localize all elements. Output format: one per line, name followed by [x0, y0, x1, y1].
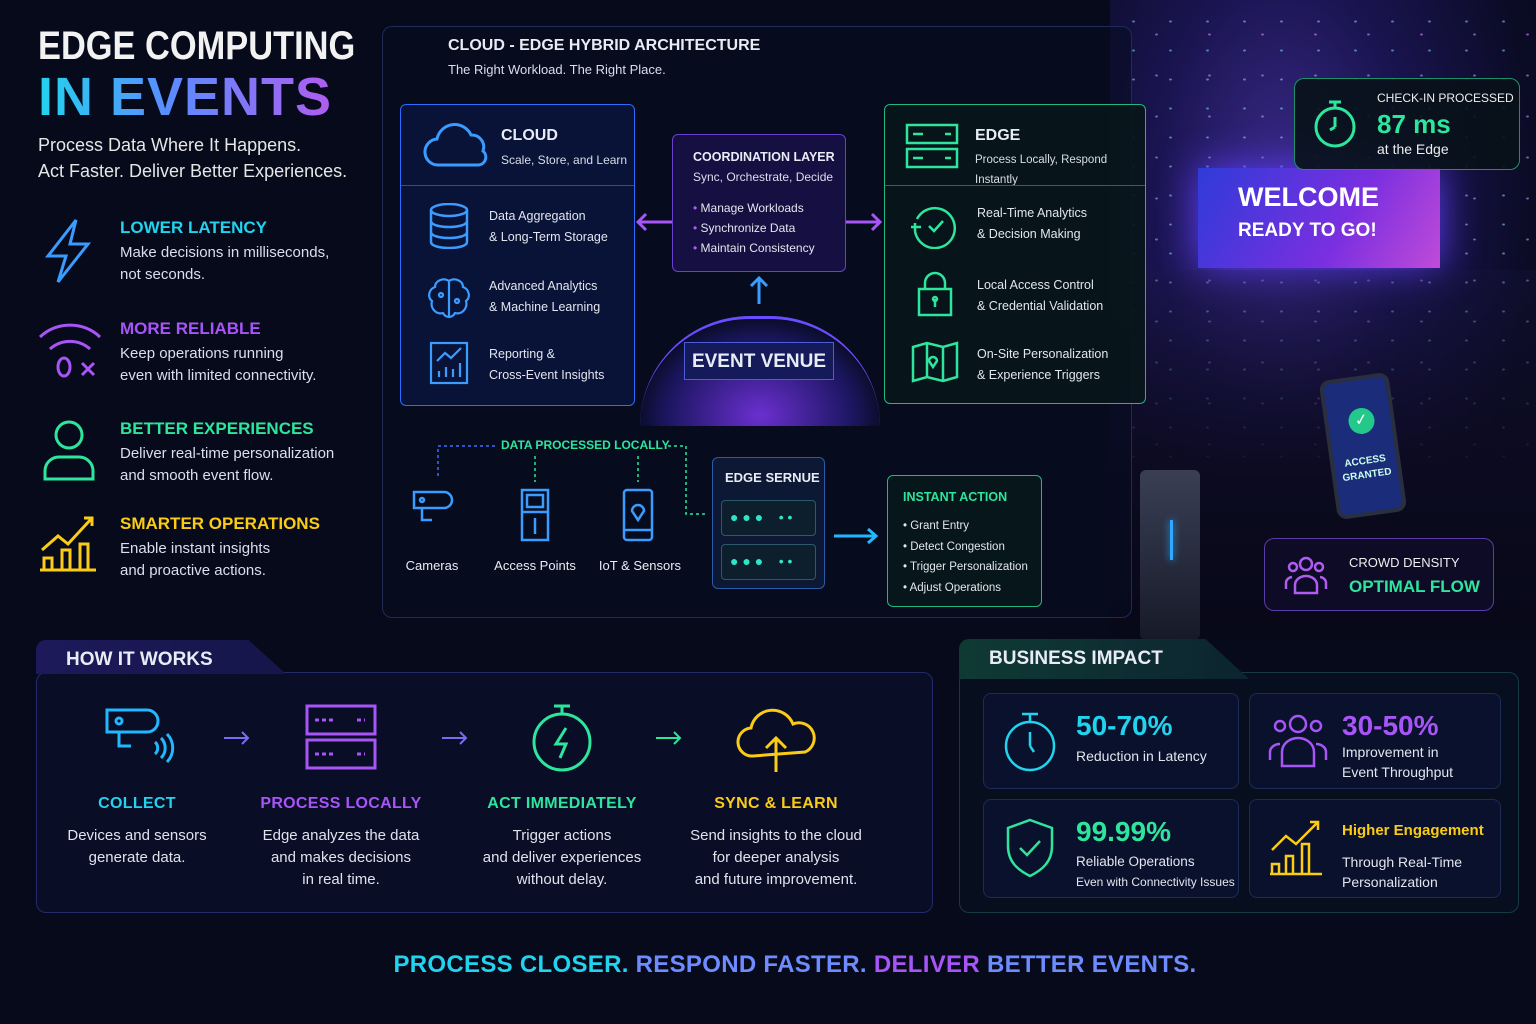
database-icon	[429, 203, 469, 249]
coordination-list: • Manage Workloads • Synchronize Data • …	[693, 201, 815, 255]
wifi-off-icon	[38, 323, 102, 378]
edge-item-personalization: On-Site Personalization& Experience Trig…	[977, 347, 1109, 382]
local-data-lines	[437, 445, 708, 515]
flow-arrows	[635, 212, 883, 304]
edge-card: EDGE Process Locally, Respond Instantly …	[884, 104, 1146, 404]
edge-item-analytics: Real-Time Analytics& Decision Making	[977, 206, 1087, 241]
cloud-item-storage: Data Aggregation& Long-Term Storage	[489, 209, 608, 244]
growth-chart-icon	[40, 516, 96, 572]
footer-tagline: PROCESS CLOSER. RESPOND FASTER. DELIVER …	[393, 951, 1197, 978]
architecture-subtitle: The Right Workload. The Right Place.	[448, 62, 666, 77]
shield-check-icon	[1006, 818, 1054, 878]
server-unit-2: ● ● ● • •	[721, 544, 816, 580]
stopwatch-icon	[1314, 100, 1356, 148]
cloud-item-reporting: Reporting &Cross-Event Insights	[489, 347, 605, 382]
coordination-title: COORDINATION LAYER	[693, 150, 835, 164]
divider	[885, 185, 1145, 186]
instant-action-card: INSTANT ACTION • Grant Entry • Detect Co…	[887, 475, 1042, 607]
arrow-to-cloud	[635, 212, 672, 232]
camera-icon	[105, 708, 175, 764]
cloud-card: CLOUD Scale, Store, and Learn Data Aggre…	[400, 104, 635, 406]
coordination-subtitle: Sync, Orchestrate, Decide	[693, 170, 834, 184]
access-point-icon	[520, 488, 550, 542]
edge-subtitle: Process Locally, Respond Instantly	[975, 154, 1108, 186]
device-access-points: Access Points	[494, 558, 576, 573]
cloud-icon	[423, 123, 488, 167]
edge-title: EDGE	[975, 127, 1021, 144]
business-impact-title: BUSINESS IMPACT	[989, 648, 1163, 669]
cloud-upload-icon	[736, 708, 816, 772]
business-impact-tab	[959, 639, 1249, 679]
how-it-works-tab	[36, 640, 286, 674]
title-line1: EDGE COMPUTING	[38, 24, 356, 68]
impact-latency: 50-70%Reduction in Latency	[983, 693, 1239, 789]
server-unit-1: ● ● ● • •	[721, 500, 816, 536]
checkin-card: CHECK-IN PROCESSED 87 ms at the Edge	[1294, 78, 1520, 170]
growth-chart-icon	[1270, 820, 1322, 876]
device-iot-sensors: IoT & Sensors	[598, 558, 682, 573]
edge-server-label: EDGE SERNUE	[725, 470, 820, 485]
server-icon	[305, 704, 377, 770]
stopwatch-bolt-icon	[532, 704, 592, 772]
step-arrows	[224, 731, 682, 745]
cloud-title: CLOUD	[501, 127, 558, 144]
brain-icon	[428, 278, 470, 319]
instant-action-list: • Grant Entry • Detect Congestion • Trig…	[903, 520, 1028, 594]
checkin-value: 87 ms	[1377, 109, 1451, 139]
server-icon	[905, 123, 959, 169]
checkin-label: CHECK-IN PROCESSED	[1377, 91, 1514, 105]
edge-item-access: Local Access Control& Credential Validat…	[977, 278, 1104, 313]
lightning-icon	[44, 219, 92, 283]
checkin-caption: at the Edge	[1377, 141, 1449, 157]
map-pin-icon	[911, 341, 959, 383]
coordination-card: COORDINATION LAYER Sync, Orchestrate, De…	[672, 134, 846, 272]
check-icon: ✓	[1346, 406, 1377, 436]
instant-action-title: INSTANT ACTION	[903, 490, 1008, 504]
subtitle: Process Data Where It Happens.Act Faster…	[38, 135, 348, 181]
group-icon	[1284, 556, 1328, 595]
edge-server: EDGE SERNUE ● ● ● • • ● ● ● • •	[712, 457, 825, 589]
cloud-subtitle: Scale, Store, and Learn	[501, 153, 628, 167]
clock-check-icon	[911, 206, 956, 249]
arrow-up	[749, 275, 769, 304]
crowd-value: OPTIMAL FLOW	[1349, 577, 1480, 596]
screen-ready-text: READY TO GO!	[1238, 220, 1377, 241]
camera-icon	[412, 490, 454, 522]
how-it-works-title: HOW IT WORKS	[66, 649, 213, 670]
lock-icon	[917, 271, 953, 317]
cloud-item-analytics: Advanced Analytics& Machine Learning	[489, 279, 601, 314]
report-chart-icon	[429, 341, 469, 385]
arrow-to-instant-action	[834, 527, 879, 545]
event-venue-label: EVENT VENUE	[684, 342, 834, 380]
welcome-screen: WELCOME READY TO GO!	[1198, 168, 1440, 268]
turnstile	[1140, 470, 1200, 640]
group-icon	[1268, 714, 1328, 768]
title-line2: IN EVENTS	[38, 67, 333, 127]
stopwatch-icon	[1004, 712, 1056, 772]
user-icon	[43, 420, 95, 481]
crowd-density-card: CROWD DENSITY OPTIMAL FLOW	[1264, 538, 1494, 611]
data-processed-locally-label: DATA PROCESSED LOCALLY	[501, 438, 670, 452]
iot-sensor-icon	[622, 488, 654, 542]
architecture-title: CLOUD - EDGE HYBRID ARCHITECTURE	[448, 37, 761, 54]
screen-welcome-text: WELCOME	[1238, 182, 1379, 212]
arrow-to-edge	[846, 212, 883, 232]
crowd-label: CROWD DENSITY	[1349, 555, 1460, 570]
divider	[401, 185, 634, 186]
device-cameras: Cameras	[405, 558, 459, 573]
